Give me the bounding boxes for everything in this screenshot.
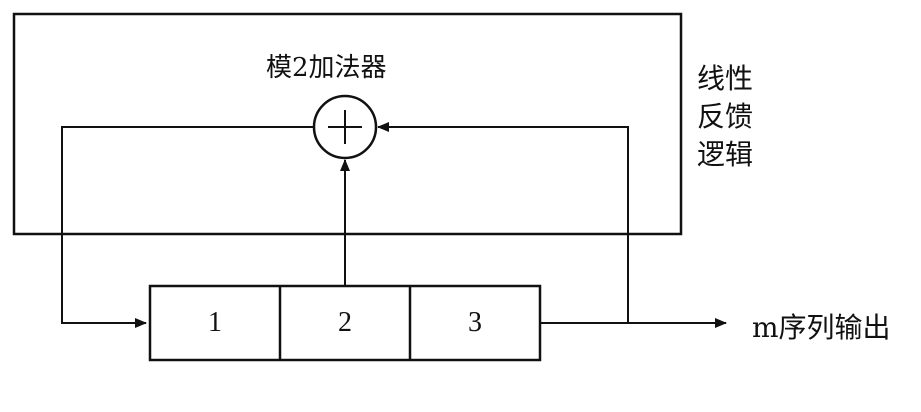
feedback-line-left bbox=[61, 126, 314, 328]
register-cell-1: 1 bbox=[208, 307, 222, 338]
register-cell-2: 2 bbox=[338, 307, 352, 338]
tap-line-output bbox=[377, 122, 629, 323]
feedback-logic-line: 线性 bbox=[697, 62, 754, 95]
feedback-logic-line: 逻辑 bbox=[697, 138, 754, 171]
output-label: m序列输出 bbox=[752, 311, 891, 344]
adder-icon bbox=[312, 94, 378, 160]
feedback-logic-line: 反馈 bbox=[697, 100, 754, 133]
feedback-logic-label: 线性 反馈 逻辑 bbox=[697, 60, 753, 174]
shift-register bbox=[148, 284, 542, 362]
feedback-logic-box bbox=[12, 12, 683, 236]
register-cell-3: 3 bbox=[468, 307, 482, 338]
adder-label: 模2加法器 bbox=[266, 53, 387, 83]
